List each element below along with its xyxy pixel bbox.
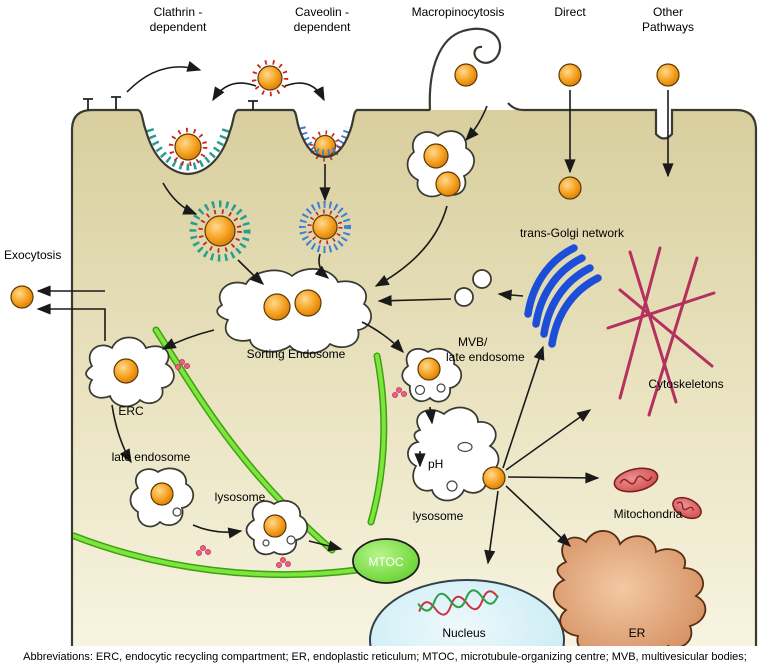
receptor-ring bbox=[251, 59, 289, 97]
particle-lysosome-left bbox=[263, 514, 287, 538]
label-direct: Direct bbox=[554, 5, 586, 19]
nucleus bbox=[369, 579, 565, 648]
particle-erc bbox=[113, 358, 139, 384]
lysosome-right bbox=[407, 406, 500, 502]
cytoskeleton-filaments bbox=[606, 246, 716, 417]
receptor-icon bbox=[111, 96, 121, 110]
particle-direct-top bbox=[558, 63, 582, 87]
label-trans-golgi: trans-Golgi network bbox=[520, 226, 625, 240]
diagram-canvas: Clathrin - dependent Caveolin - dependen… bbox=[4, 5, 758, 650]
arrow-pit-to-clathrin-vesicle bbox=[162, 182, 198, 215]
label-mitochondria: Mitochondria bbox=[614, 507, 683, 521]
arrow-vesicles-to-sorting bbox=[377, 295, 452, 307]
microtubules bbox=[72, 326, 388, 578]
label-lysosome-left: lysosome bbox=[215, 490, 266, 504]
arrow-escape-to-er bbox=[505, 485, 572, 547]
arrow-escape-to-cytoskeleton bbox=[505, 409, 592, 471]
particle-late-endosome bbox=[150, 482, 174, 506]
receptor-icon bbox=[248, 100, 258, 110]
pathway-arrows bbox=[36, 61, 674, 565]
label-cytoskeletons: Cytoskeletons bbox=[648, 377, 723, 391]
particle-caveolin-vesicle bbox=[312, 214, 338, 240]
particle-clathrin-pit bbox=[174, 133, 202, 161]
arrow-clathrin-vesicle-to-sorting bbox=[237, 259, 265, 285]
arrow-caveolin-vesicle-to-sorting bbox=[314, 253, 330, 279]
label-er: ER bbox=[629, 626, 646, 640]
mitochondrion bbox=[672, 496, 702, 520]
label-erc: ERC bbox=[118, 404, 144, 418]
label-clathrin-2: dependent bbox=[150, 20, 207, 34]
particle-other-top bbox=[656, 63, 680, 87]
label-caveolin-1: Caveolin - bbox=[295, 5, 349, 19]
surface-receptors bbox=[83, 96, 258, 110]
label-clathrin-1: Clathrin - bbox=[154, 5, 203, 19]
abbreviations-caption: Abbreviations: ERC, endocytic recycling … bbox=[23, 651, 747, 663]
label-late-endosome: late endosome bbox=[112, 450, 191, 464]
arrow-exocytosis-lower bbox=[36, 303, 106, 341]
label-other-1: Other bbox=[653, 5, 683, 19]
arrow-sorting-to-erc bbox=[161, 329, 215, 350]
mtoc bbox=[352, 538, 420, 584]
arrow-mvb-to-lysosome bbox=[424, 406, 436, 425]
label-sorting-endosome: Sorting Endosome bbox=[247, 347, 346, 361]
receptor-icon bbox=[83, 98, 93, 110]
label-lysosome-right: lysosome bbox=[413, 509, 464, 523]
motor-proteins bbox=[175, 359, 407, 568]
particle-macropinosome-1 bbox=[423, 143, 449, 169]
receptor-ring bbox=[168, 127, 208, 167]
clathrin-coat-pit bbox=[146, 127, 230, 171]
arrow-erc-to-late-endosome bbox=[111, 404, 132, 464]
arrow-escape-to-golgi bbox=[502, 345, 545, 469]
receptor-ring bbox=[307, 209, 343, 245]
arrow-mouth-to-macropinosome bbox=[465, 105, 488, 142]
particle-macropinocytosis-top bbox=[454, 63, 478, 87]
label-caveolin-2: dependent bbox=[294, 20, 351, 34]
label-mvb-1: MVB/ bbox=[458, 335, 488, 349]
coats bbox=[146, 59, 352, 262]
arrow-lysosome-to-mtoc bbox=[308, 540, 343, 552]
arrow-receptor-binding bbox=[126, 61, 202, 93]
label-exocytosis: Exocytosis bbox=[4, 248, 61, 262]
particle-escaped bbox=[482, 466, 506, 490]
transport-vesicle bbox=[472, 269, 492, 289]
arrow-escape-to-nucleus bbox=[484, 490, 499, 565]
mitochondrion bbox=[613, 467, 659, 493]
labels: Clathrin - dependent Caveolin - dependen… bbox=[4, 5, 724, 640]
intraluminal-vesicles bbox=[172, 383, 473, 547]
sorting-endosome bbox=[216, 268, 372, 355]
arrow-escape-to-mitochondria bbox=[507, 472, 600, 484]
arrow-ligand-to-clathrin bbox=[212, 82, 257, 102]
receptor-ring bbox=[309, 130, 341, 162]
particle-exocytosed bbox=[10, 285, 34, 309]
particle-direct-cytosol bbox=[558, 176, 582, 200]
label-other-2: Pathways bbox=[642, 20, 694, 34]
clathrin-coat-vesicle bbox=[189, 200, 251, 262]
particle-macropinosome-2 bbox=[435, 171, 461, 197]
arrow-macropinosome-to-sorting bbox=[374, 205, 448, 287]
arrow-ligand-to-caveolin bbox=[284, 82, 325, 102]
membrane-channel bbox=[657, 110, 671, 138]
particle-mvb bbox=[417, 357, 441, 381]
label-mtoc: MTOC bbox=[368, 555, 403, 569]
particle-sorting-2 bbox=[294, 289, 322, 317]
plasma-membrane bbox=[70, 27, 758, 650]
particle-ligand bbox=[257, 65, 283, 91]
particle-clathrin-vesicle bbox=[204, 215, 236, 247]
arrow-late-endosome-to-lysosome bbox=[192, 524, 243, 539]
receptor-ring bbox=[198, 209, 242, 253]
transport-vesicle bbox=[454, 287, 474, 307]
organelles bbox=[72, 244, 716, 648]
nanoparticles bbox=[10, 63, 680, 538]
arrow-golgi-to-vesicles bbox=[497, 289, 524, 301]
arrow-sorting-to-mvb bbox=[361, 321, 404, 354]
label-macropinocytosis: Macropinocytosis bbox=[412, 5, 505, 19]
particle-sorting-1 bbox=[263, 293, 291, 321]
endoplasmic-reticulum bbox=[552, 530, 707, 648]
label-nucleus: Nucleus bbox=[442, 626, 485, 640]
label-ph: pH bbox=[428, 457, 443, 471]
dna-helix-icon bbox=[417, 589, 499, 616]
caveolin-coat-vesicle bbox=[299, 201, 351, 253]
trans-golgi-network bbox=[524, 244, 602, 348]
label-mvb-2: late endosome bbox=[446, 350, 525, 364]
